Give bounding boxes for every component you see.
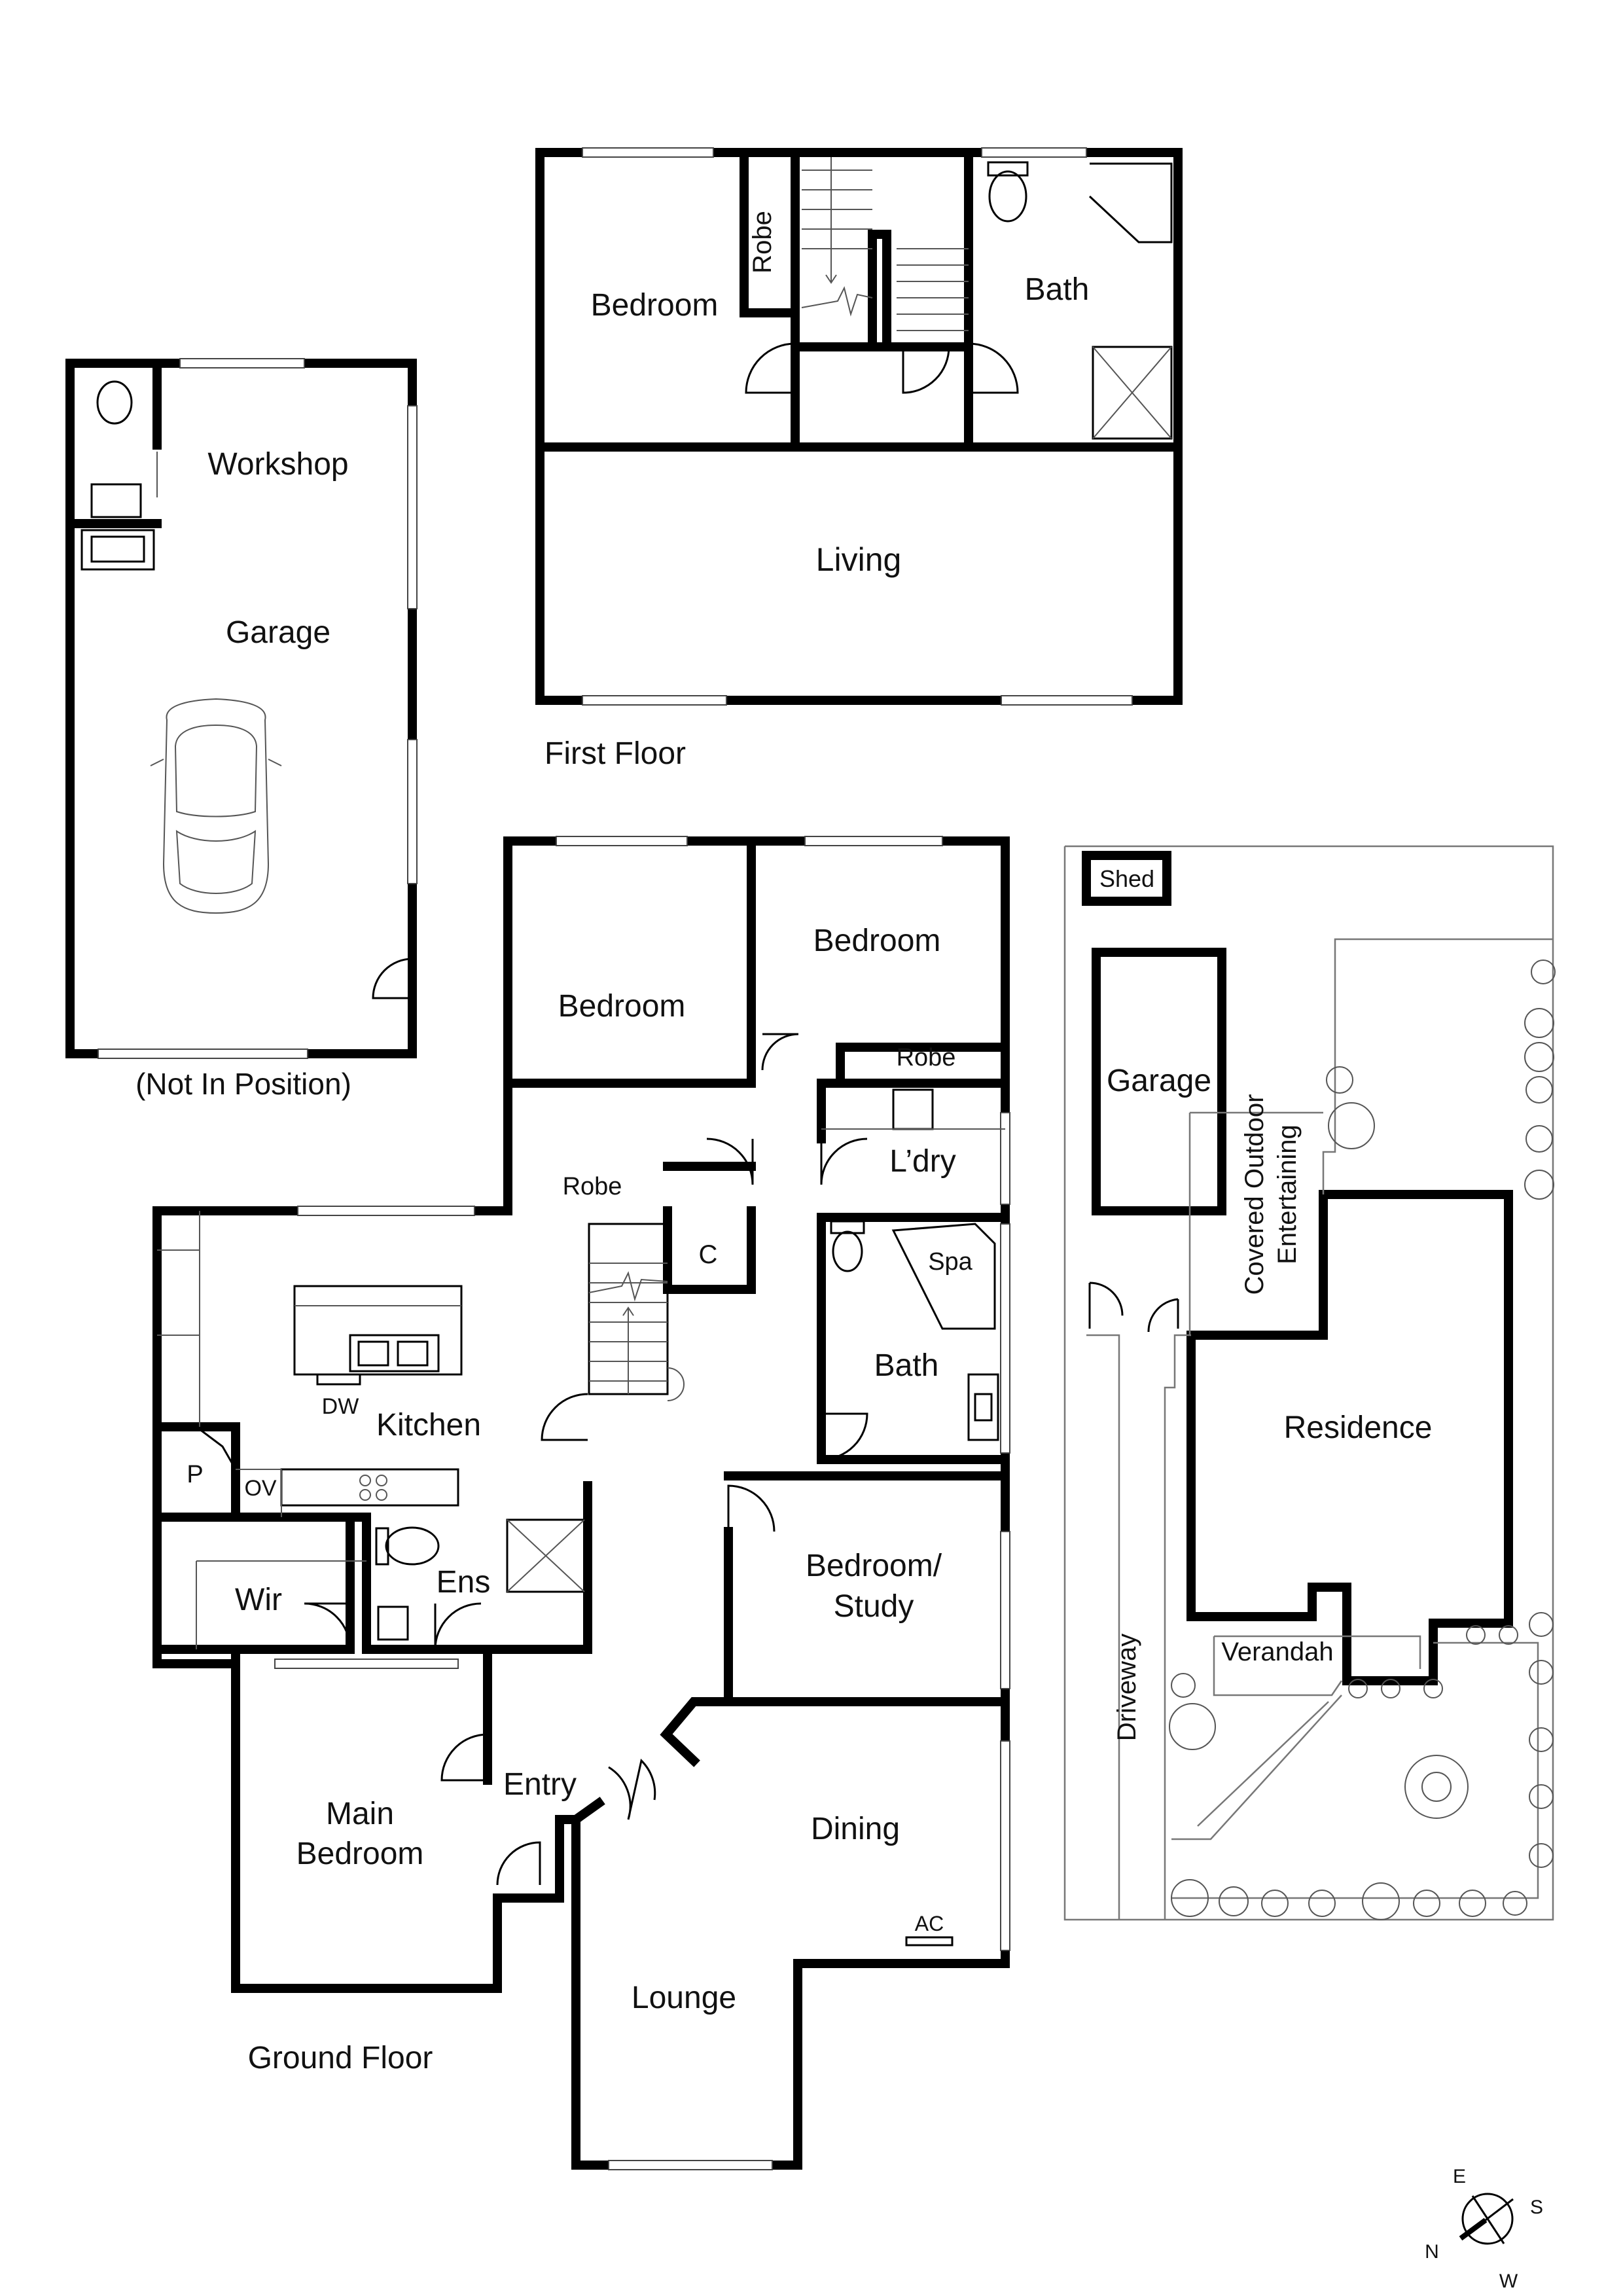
dishwasher-label: DW <box>322 1394 359 1419</box>
ff-bath-label: Bath <box>1025 272 1090 307</box>
kitchen-label: Kitchen <box>376 1408 481 1443</box>
ground-floor-plan <box>152 836 1010 2170</box>
main-bedroom-line1: Main <box>326 1797 394 1831</box>
workshop-label: Workshop <box>207 447 348 482</box>
dining-label: Dining <box>811 1812 900 1846</box>
gf-bedroom-2-label: Bedroom <box>813 924 941 958</box>
oven-label: OV <box>244 1476 276 1501</box>
shrubs <box>1169 960 1556 1920</box>
gf-bedroom-1-label: Bedroom <box>558 989 686 1024</box>
spa-label: Spa <box>928 1248 972 1276</box>
first-floor-plan <box>535 147 1183 706</box>
ensuite-label: Ens <box>437 1565 491 1600</box>
pantry-label: P <box>187 1461 203 1488</box>
compass-south: S <box>1530 2197 1543 2218</box>
bedroom-study-line1: Bedroom/ <box>806 1549 942 1583</box>
garage-label: Garage <box>226 615 330 650</box>
wir-label: Wir <box>235 1583 282 1617</box>
ac-label: AC <box>915 1912 944 1935</box>
residence-label: Residence <box>1284 1410 1433 1445</box>
detached-garage-plan <box>65 358 418 1059</box>
gf-robe-2-label: Robe <box>897 1044 956 1071</box>
covered-outdoor-line2: Entertaining <box>1273 1124 1302 1264</box>
shed-label: Shed <box>1099 865 1154 892</box>
compass-rose <box>1459 2193 1514 2245</box>
gf-robe-1-label: Robe <box>563 1173 622 1200</box>
ff-living-label: Living <box>816 541 902 578</box>
ground-floor-caption: Ground Floor <box>248 2041 433 2075</box>
compass-east: E <box>1453 2166 1466 2187</box>
site-garage-label: Garage <box>1107 1064 1211 1098</box>
first-floor-caption: First Floor <box>544 736 686 771</box>
gf-bath-label: Bath <box>874 1348 939 1383</box>
laundry-label: L’dry <box>889 1144 955 1179</box>
ff-bedroom-label: Bedroom <box>591 288 719 323</box>
driveway-label: Driveway <box>1113 1634 1141 1741</box>
compass-west: W <box>1499 2270 1518 2292</box>
lounge-label: Lounge <box>632 1981 736 2015</box>
cupboard-label: C <box>699 1240 718 1269</box>
bedroom-study-line2: Study <box>834 1589 914 1624</box>
compass-north: N <box>1425 2241 1439 2263</box>
not-in-position-caption: (Not In Position) <box>135 1067 351 1101</box>
ff-robe-label: Robe <box>748 211 777 274</box>
verandah-label: Verandah <box>1221 1638 1333 1666</box>
main-bedroom-line2: Bedroom <box>296 1837 424 1871</box>
site-plan <box>1063 845 1556 1921</box>
entry-label: Entry <box>503 1767 577 1802</box>
covered-outdoor-line1: Covered Outdoor <box>1240 1094 1269 1295</box>
